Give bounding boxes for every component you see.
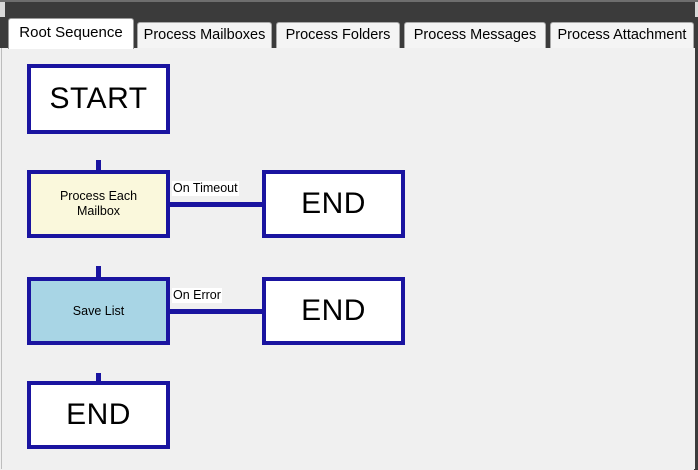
node-end-on-timeout-label: END — [301, 187, 366, 220]
tab-process-folders[interactable]: Process Folders — [276, 22, 400, 48]
node-save-list-label: Save List — [72, 303, 125, 318]
node-start[interactable]: START — [27, 64, 170, 134]
node-end-final[interactable]: END — [27, 381, 170, 449]
edge-label-on-error[interactable]: On Error — [172, 288, 222, 303]
node-save-list[interactable]: Save List — [27, 277, 170, 345]
tab-process-attachment[interactable]: Process Attachment — [550, 22, 694, 48]
window-edge-left — [0, 2, 5, 19]
node-end-on-error-label: END — [301, 294, 366, 327]
tab-process-messages[interactable]: Process Messages — [404, 22, 546, 48]
tab-process-mailboxes[interactable]: Process Mailboxes — [137, 22, 272, 48]
edge-label-on-timeout[interactable]: On Timeout — [172, 181, 239, 196]
node-end-on-error[interactable]: END — [262, 277, 405, 345]
tab-root-sequence[interactable]: Root Sequence — [8, 18, 134, 49]
node-start-label: START — [49, 82, 148, 115]
tab-bar: Root Sequence Process Mailboxes Process … — [0, 17, 698, 49]
node-end-on-timeout[interactable]: END — [262, 170, 405, 238]
connector-save-list-to-end-error — [152, 309, 277, 314]
connector-process-each-mailbox-to-end-timeout — [152, 202, 277, 207]
window-edge-right — [695, 2, 698, 19]
window-title-strip — [0, 0, 698, 19]
node-end-final-label: END — [66, 398, 131, 431]
window-right-rail — [694, 17, 698, 470]
